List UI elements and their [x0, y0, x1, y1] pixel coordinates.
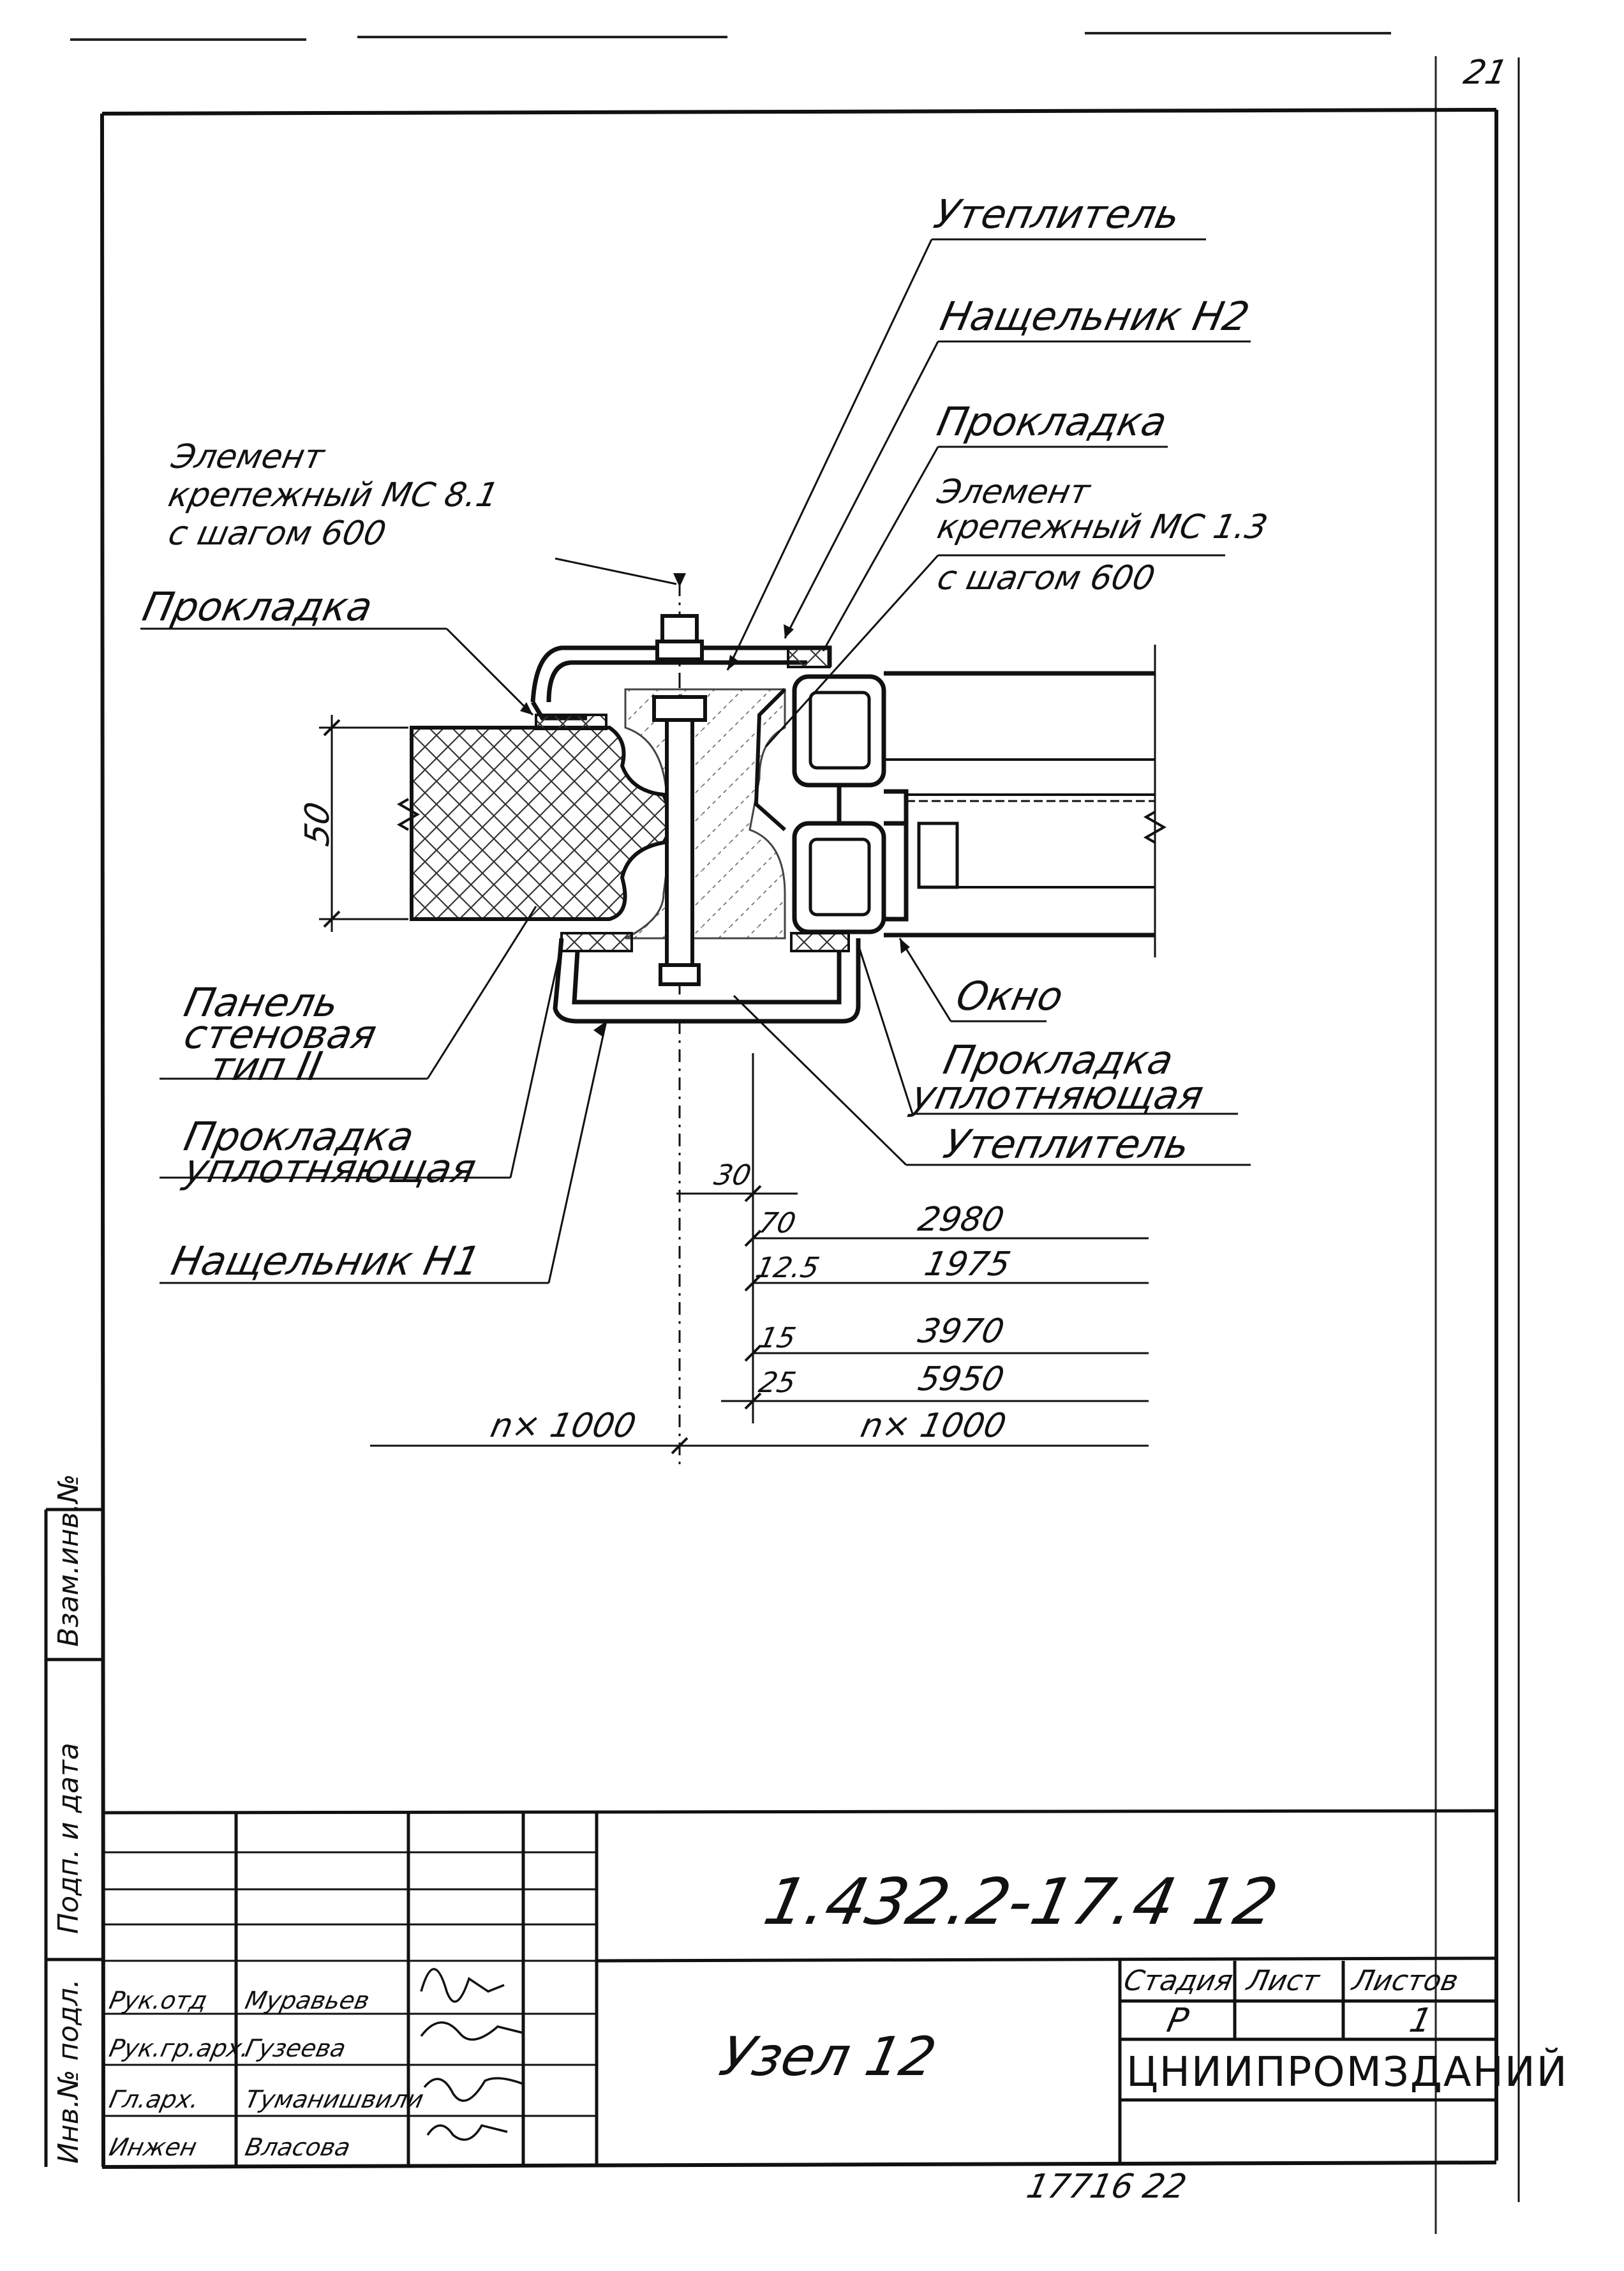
dim-5950: 5950 — [914, 1360, 1008, 1398]
label-cover-h1: Нащельник Н1 — [167, 1238, 485, 1284]
dim-25: 25 — [756, 1367, 799, 1399]
label-fastener-mc13-l1: Элемент — [934, 473, 1094, 511]
name-4: Власова — [242, 2133, 354, 2161]
arrowheads — [520, 573, 910, 1037]
label-gasket-top-right: Прокладка — [933, 398, 1172, 445]
side-stamp-sign-date: Подп. и дата — [52, 1743, 85, 1934]
label-fastener-mc13-l2: крепежный МС 1.3 — [934, 508, 1271, 546]
stage-header: Стадия — [1121, 1965, 1236, 1997]
fastener-mc13 — [754, 687, 787, 832]
dim-n1000-left: n× 1000 — [487, 1407, 639, 1445]
sheets-header: Листов — [1349, 1965, 1461, 1997]
sheet-header: Лист — [1244, 1965, 1323, 1997]
dim-30: 30 — [711, 1159, 754, 1192]
dim-n1000-right: n× 1000 — [857, 1407, 1009, 1445]
label-fastener-mc81-l1: Элемент — [168, 438, 328, 476]
dim-2980: 2980 — [914, 1201, 1008, 1239]
label-seal-gasket-right-l2: уплотняющая — [907, 1072, 1208, 1118]
dim-panel-thickness: 50 — [299, 798, 338, 850]
role-1: Рук.отд — [107, 1986, 210, 2014]
cover-strip-h2 — [530, 645, 832, 730]
dim-15: 15 — [756, 1322, 799, 1354]
signatures — [420, 1968, 524, 2141]
name-2: Гузеева — [242, 2034, 348, 2062]
label-gasket-left: Прокладка — [138, 583, 377, 630]
fastener-bolt — [652, 581, 707, 996]
document-code: 1.432.2-17.4 12 — [757, 1864, 1285, 1939]
role-4: Инжен — [107, 2133, 200, 2161]
sheet-frame — [100, 57, 1520, 2202]
label-cover-h2: Нащельник Н2 — [936, 293, 1254, 340]
side-stamp-inv: Инв.№ подл. — [52, 1979, 85, 2164]
leader-lines — [140, 238, 1251, 1284]
role-3: Гл.арх. — [107, 2085, 202, 2113]
label-panel-l3: тип II — [205, 1043, 327, 1090]
dimension-lines — [319, 715, 1149, 1468]
title-block-grid — [101, 1809, 1497, 2167]
side-stamp-replace-inv: Взам.инв.№ — [52, 1474, 85, 1647]
window-profile — [792, 645, 1167, 957]
label-window: Окно — [952, 973, 1068, 1019]
label-seal-gasket-left-l2: уплотняющая — [180, 1145, 480, 1192]
dim-3970: 3970 — [914, 1312, 1008, 1351]
top-artifact-lines — [70, 32, 1437, 2234]
wall-panel — [396, 726, 672, 921]
dim-1975: 1975 — [921, 1245, 1014, 1284]
cover-strip-h1 — [553, 932, 861, 1024]
footer-number: 17716 22 — [1023, 2168, 1190, 2206]
drawing-title: Узел 12 — [714, 2025, 942, 2088]
organization-name: ЦНИИПРОМЗДАНИЙ — [1126, 2049, 1568, 2096]
label-fastener-mc81-l2: крепежный МС 8.1 — [165, 476, 502, 514]
dim-12-5: 12.5 — [752, 1252, 823, 1284]
label-fastener-mc13-l3: с шагом 600 — [934, 559, 1159, 597]
label-insulation-bottom: Утеплитель — [939, 1121, 1194, 1167]
corner-mark: 21 — [1460, 54, 1511, 92]
label-insulation-top: Утеплитель — [930, 191, 1184, 237]
role-2: Рук.гр.арх. — [107, 2034, 253, 2062]
side-stamp-grid — [44, 1508, 102, 2167]
label-fastener-mc81-l3: с шагом 600 — [165, 514, 390, 553]
dim-70: 70 — [756, 1207, 799, 1240]
name-1: Муравьев — [242, 1986, 372, 2014]
name-3: Туманишвили — [242, 2085, 426, 2113]
